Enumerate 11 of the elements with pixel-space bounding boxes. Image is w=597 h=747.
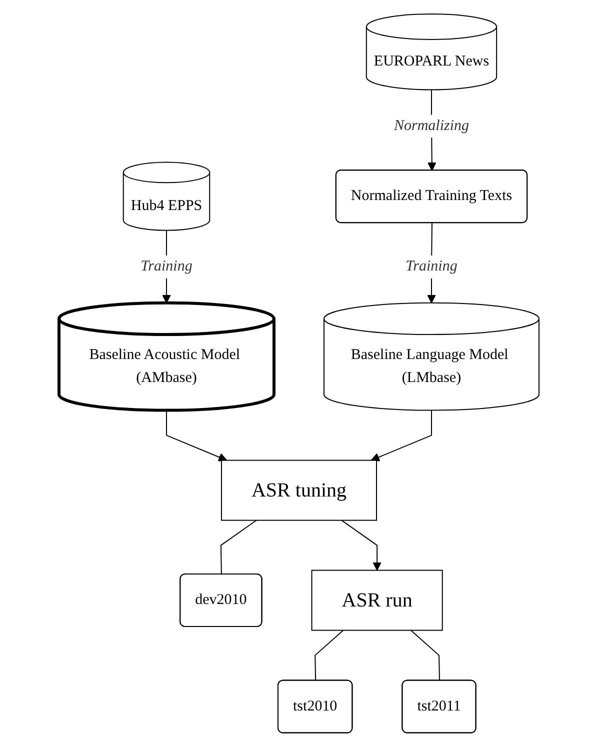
arrow [340, 520, 381, 571]
arrow [166, 410, 227, 462]
edge-label: Training [140, 258, 192, 274]
edge-label: Training [405, 258, 457, 274]
node-box: ASR run [310, 570, 442, 631]
node-box: ASR tuning [220, 460, 377, 521]
edge-label: Normalizing [393, 118, 469, 134]
connector [410, 630, 440, 682]
arrow [370, 410, 432, 462]
connector [314, 630, 344, 682]
connector [220, 520, 256, 576]
